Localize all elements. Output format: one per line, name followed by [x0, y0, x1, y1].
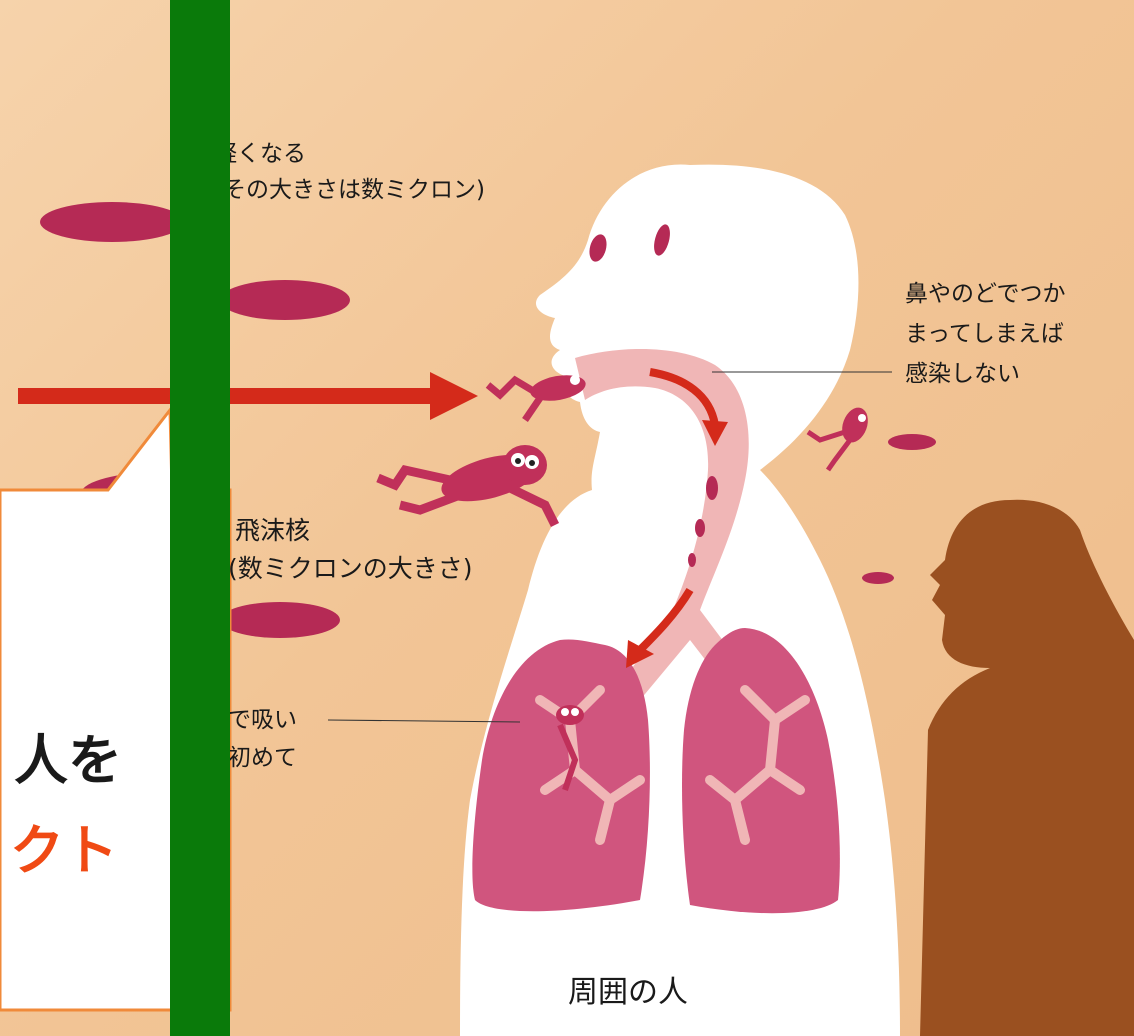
- label-nucleus-title: 飛沫核: [235, 515, 310, 547]
- label-nucleus-sub: (数ミクロンの大きさ): [228, 553, 473, 585]
- germ-character: [488, 371, 588, 420]
- germ-character: [378, 445, 555, 525]
- bystander-silhouette: [920, 500, 1134, 1036]
- label-nose-3: 感染しない: [905, 360, 1020, 389]
- label-nose-2: まってしまえば: [905, 320, 1064, 349]
- label-people: 周囲の人: [568, 975, 688, 1011]
- callout-line-1: 人を: [14, 730, 122, 792]
- label-inhale-1: で吸い: [228, 706, 297, 735]
- label-size-note: (その大きさは数ミクロン): [214, 176, 485, 205]
- germ-character: [808, 404, 872, 470]
- droplet: [862, 572, 894, 584]
- green-overlay-bar: [170, 0, 230, 1036]
- inhale-arrow: [18, 372, 478, 420]
- label-inhale-2: 初めて: [228, 744, 297, 773]
- label-nose-1: 鼻やのどでつか: [905, 280, 1066, 309]
- callout-line-2: クト: [10, 820, 118, 882]
- droplet: [220, 602, 340, 638]
- droplet: [220, 280, 350, 320]
- droplet: [40, 202, 184, 242]
- droplet: [888, 434, 936, 450]
